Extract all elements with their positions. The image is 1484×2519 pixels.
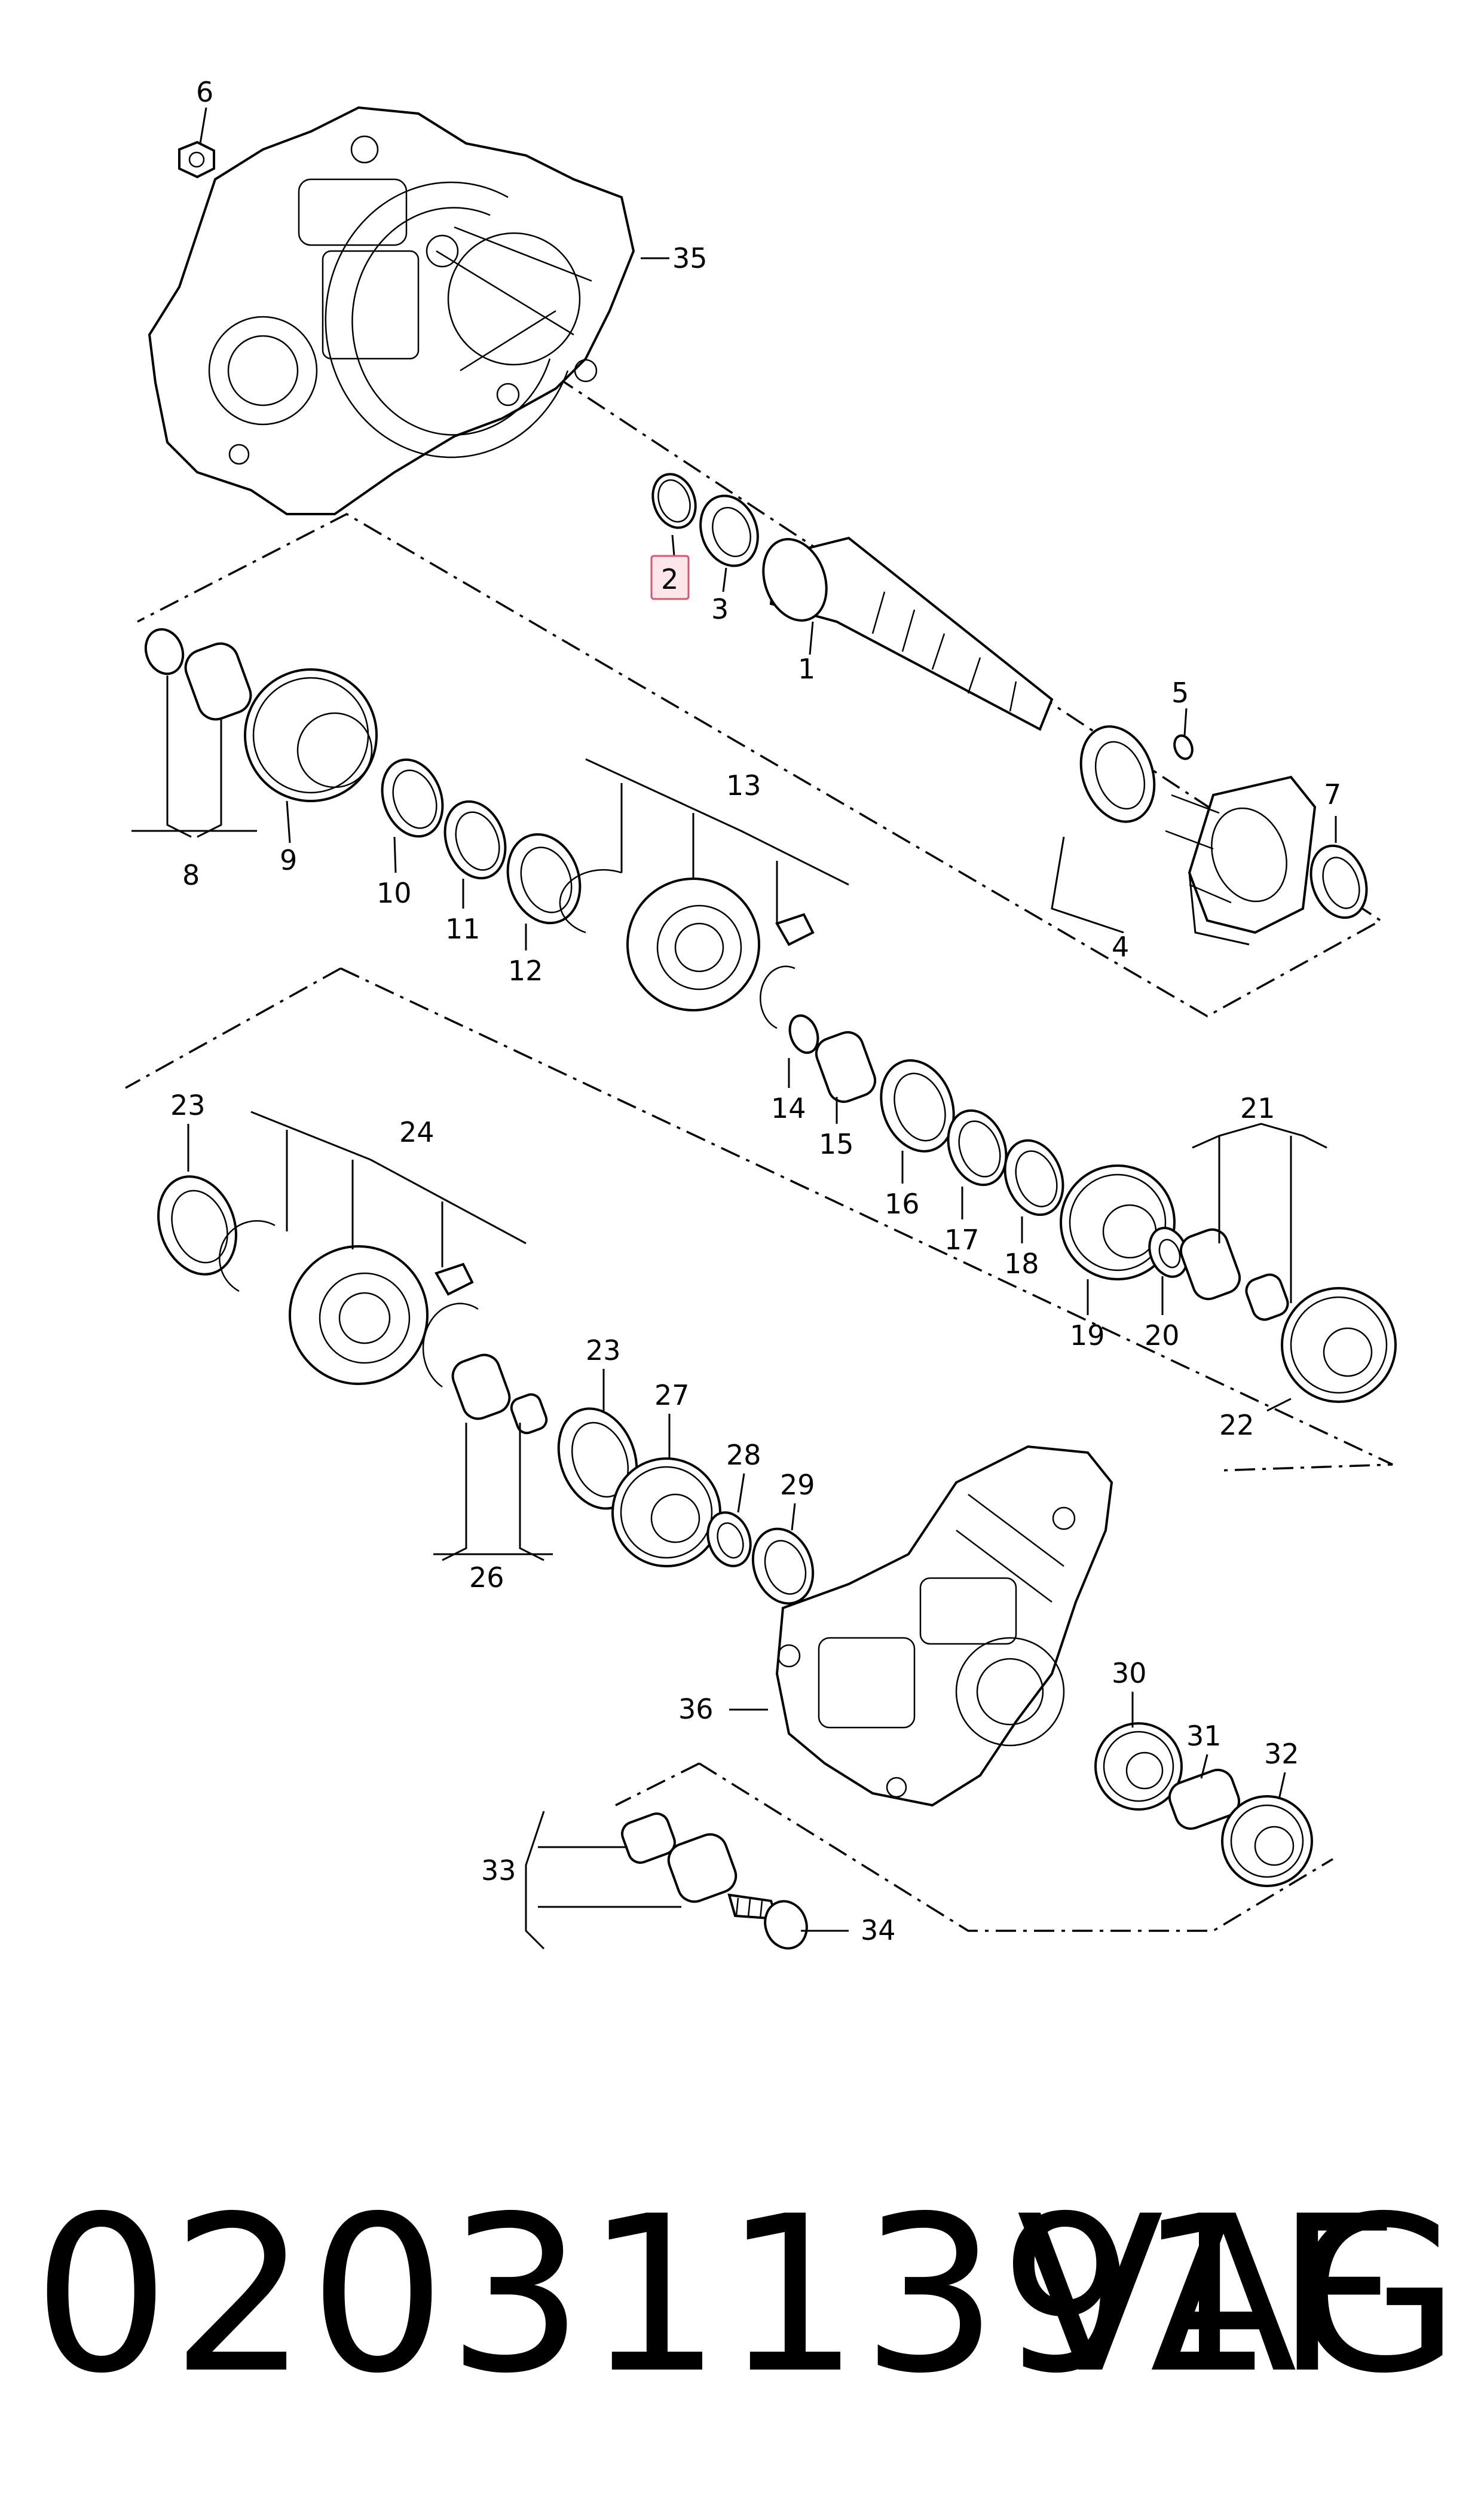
bearing-4 — [1079, 725, 1317, 934]
synchro-ring-23-left — [157, 1175, 237, 1276]
callout-30: 30 — [1112, 1657, 1147, 1689]
callout-1: 1 — [798, 653, 815, 685]
gear-22 — [1281, 1287, 1397, 1403]
callout-5: 5 — [1171, 677, 1189, 709]
leader-lines — [131, 107, 1337, 1950]
diagram-canvas: 1 2 3 4 5 6 7 8 9 10 11 12 13 14 15 16 1… — [125, 76, 1397, 1950]
gear-9 — [244, 668, 378, 802]
callout-22: 22 — [1219, 1409, 1254, 1441]
callout-2-highlight — [650, 555, 690, 600]
callout-10: 10 — [377, 877, 412, 909]
needle-bearing-8 — [144, 628, 252, 721]
rear-housing-36 — [775, 1445, 1113, 1807]
callout-2: 2 — [661, 563, 678, 595]
callout-21: 21 — [1240, 1092, 1275, 1124]
part-number: 020311391F — [33, 2170, 1401, 2420]
callout-33: 33 — [481, 1854, 516, 1887]
callout-19: 19 — [1070, 1319, 1105, 1352]
callout-24: 24 — [399, 1116, 435, 1148]
needle-bearing-26 — [451, 1353, 548, 1435]
seal-7 — [1309, 844, 1368, 919]
bearing-29 — [751, 1527, 815, 1605]
callout-6: 6 — [196, 76, 213, 108]
callout-23-left: 23 — [170, 1089, 206, 1121]
synchro-hub-24 — [219, 1220, 479, 1388]
callout-12: 12 — [508, 955, 543, 987]
synchro-ring-11 — [443, 800, 507, 880]
footer: 020311391F VAG — [0, 2152, 1484, 2487]
callout-28: 28 — [726, 1439, 761, 1471]
callout-36: 36 — [678, 1693, 714, 1725]
washer-5 — [1173, 734, 1194, 760]
synchro-ring-18 — [1003, 1139, 1064, 1216]
bearing-3 — [699, 494, 759, 567]
shim-28 — [706, 1511, 752, 1567]
callout-14: 14 — [771, 1092, 806, 1124]
callout-26: 26 — [469, 1561, 504, 1594]
callout-13: 13 — [726, 769, 761, 802]
callout-7: 7 — [1324, 778, 1341, 811]
gear-27 — [611, 1457, 721, 1567]
input-shaft-1 — [762, 536, 1054, 731]
gear-32 — [1221, 1795, 1313, 1887]
nut-6 — [178, 140, 215, 179]
synchro-ring-23-right — [557, 1407, 638, 1510]
exploded-parts-diagram: 1 2 3 4 5 6 7 8 9 10 11 12 13 14 15 16 1… — [125, 76, 1397, 1950]
needle-bearing-15 — [815, 1031, 877, 1103]
callout-23-right: 23 — [586, 1334, 621, 1367]
needle-bearing-33 — [621, 1812, 738, 1903]
callout-18: 18 — [1004, 1248, 1039, 1280]
synchro-ring-17 — [947, 1109, 1008, 1187]
callout-27: 27 — [654, 1379, 690, 1411]
callout-4: 4 — [1112, 931, 1129, 963]
gearbox-housing-35 — [148, 106, 635, 515]
callout-11: 11 — [445, 913, 481, 945]
sleeve-31 — [1168, 1768, 1241, 1830]
gear-30 — [1094, 1722, 1183, 1811]
callout-20: 20 — [1145, 1319, 1180, 1352]
callout-17: 17 — [944, 1224, 980, 1256]
callout-32: 32 — [1264, 1738, 1299, 1770]
synchro-hub-13 — [559, 869, 815, 1029]
callout-31: 31 — [1186, 1720, 1222, 1752]
callout-9: 9 — [280, 844, 297, 876]
synchro-ring-12 — [506, 833, 582, 925]
bolt-34 — [727, 1893, 808, 1950]
brand-name: VAG — [1016, 2170, 1460, 2420]
circlip-14 — [788, 1014, 819, 1054]
assembly-guide-lines — [125, 375, 1393, 1932]
callout-3: 3 — [711, 593, 729, 625]
needle-bearing-21 — [1179, 1228, 1289, 1321]
callout-8: 8 — [182, 859, 200, 891]
gear-19 — [1060, 1164, 1176, 1280]
synchro-ring-10 — [381, 758, 444, 838]
circlip-2 — [651, 473, 697, 529]
synchro-ring-16 — [880, 1059, 955, 1152]
callout-labels: 1 2 3 4 5 6 7 8 9 10 11 12 13 14 15 16 1… — [170, 76, 1341, 1946]
callout-15: 15 — [819, 1128, 854, 1160]
callout-35: 35 — [672, 242, 708, 274]
callout-16: 16 — [885, 1188, 920, 1220]
callout-29: 29 — [780, 1469, 815, 1501]
callout-34: 34 — [861, 1914, 896, 1946]
